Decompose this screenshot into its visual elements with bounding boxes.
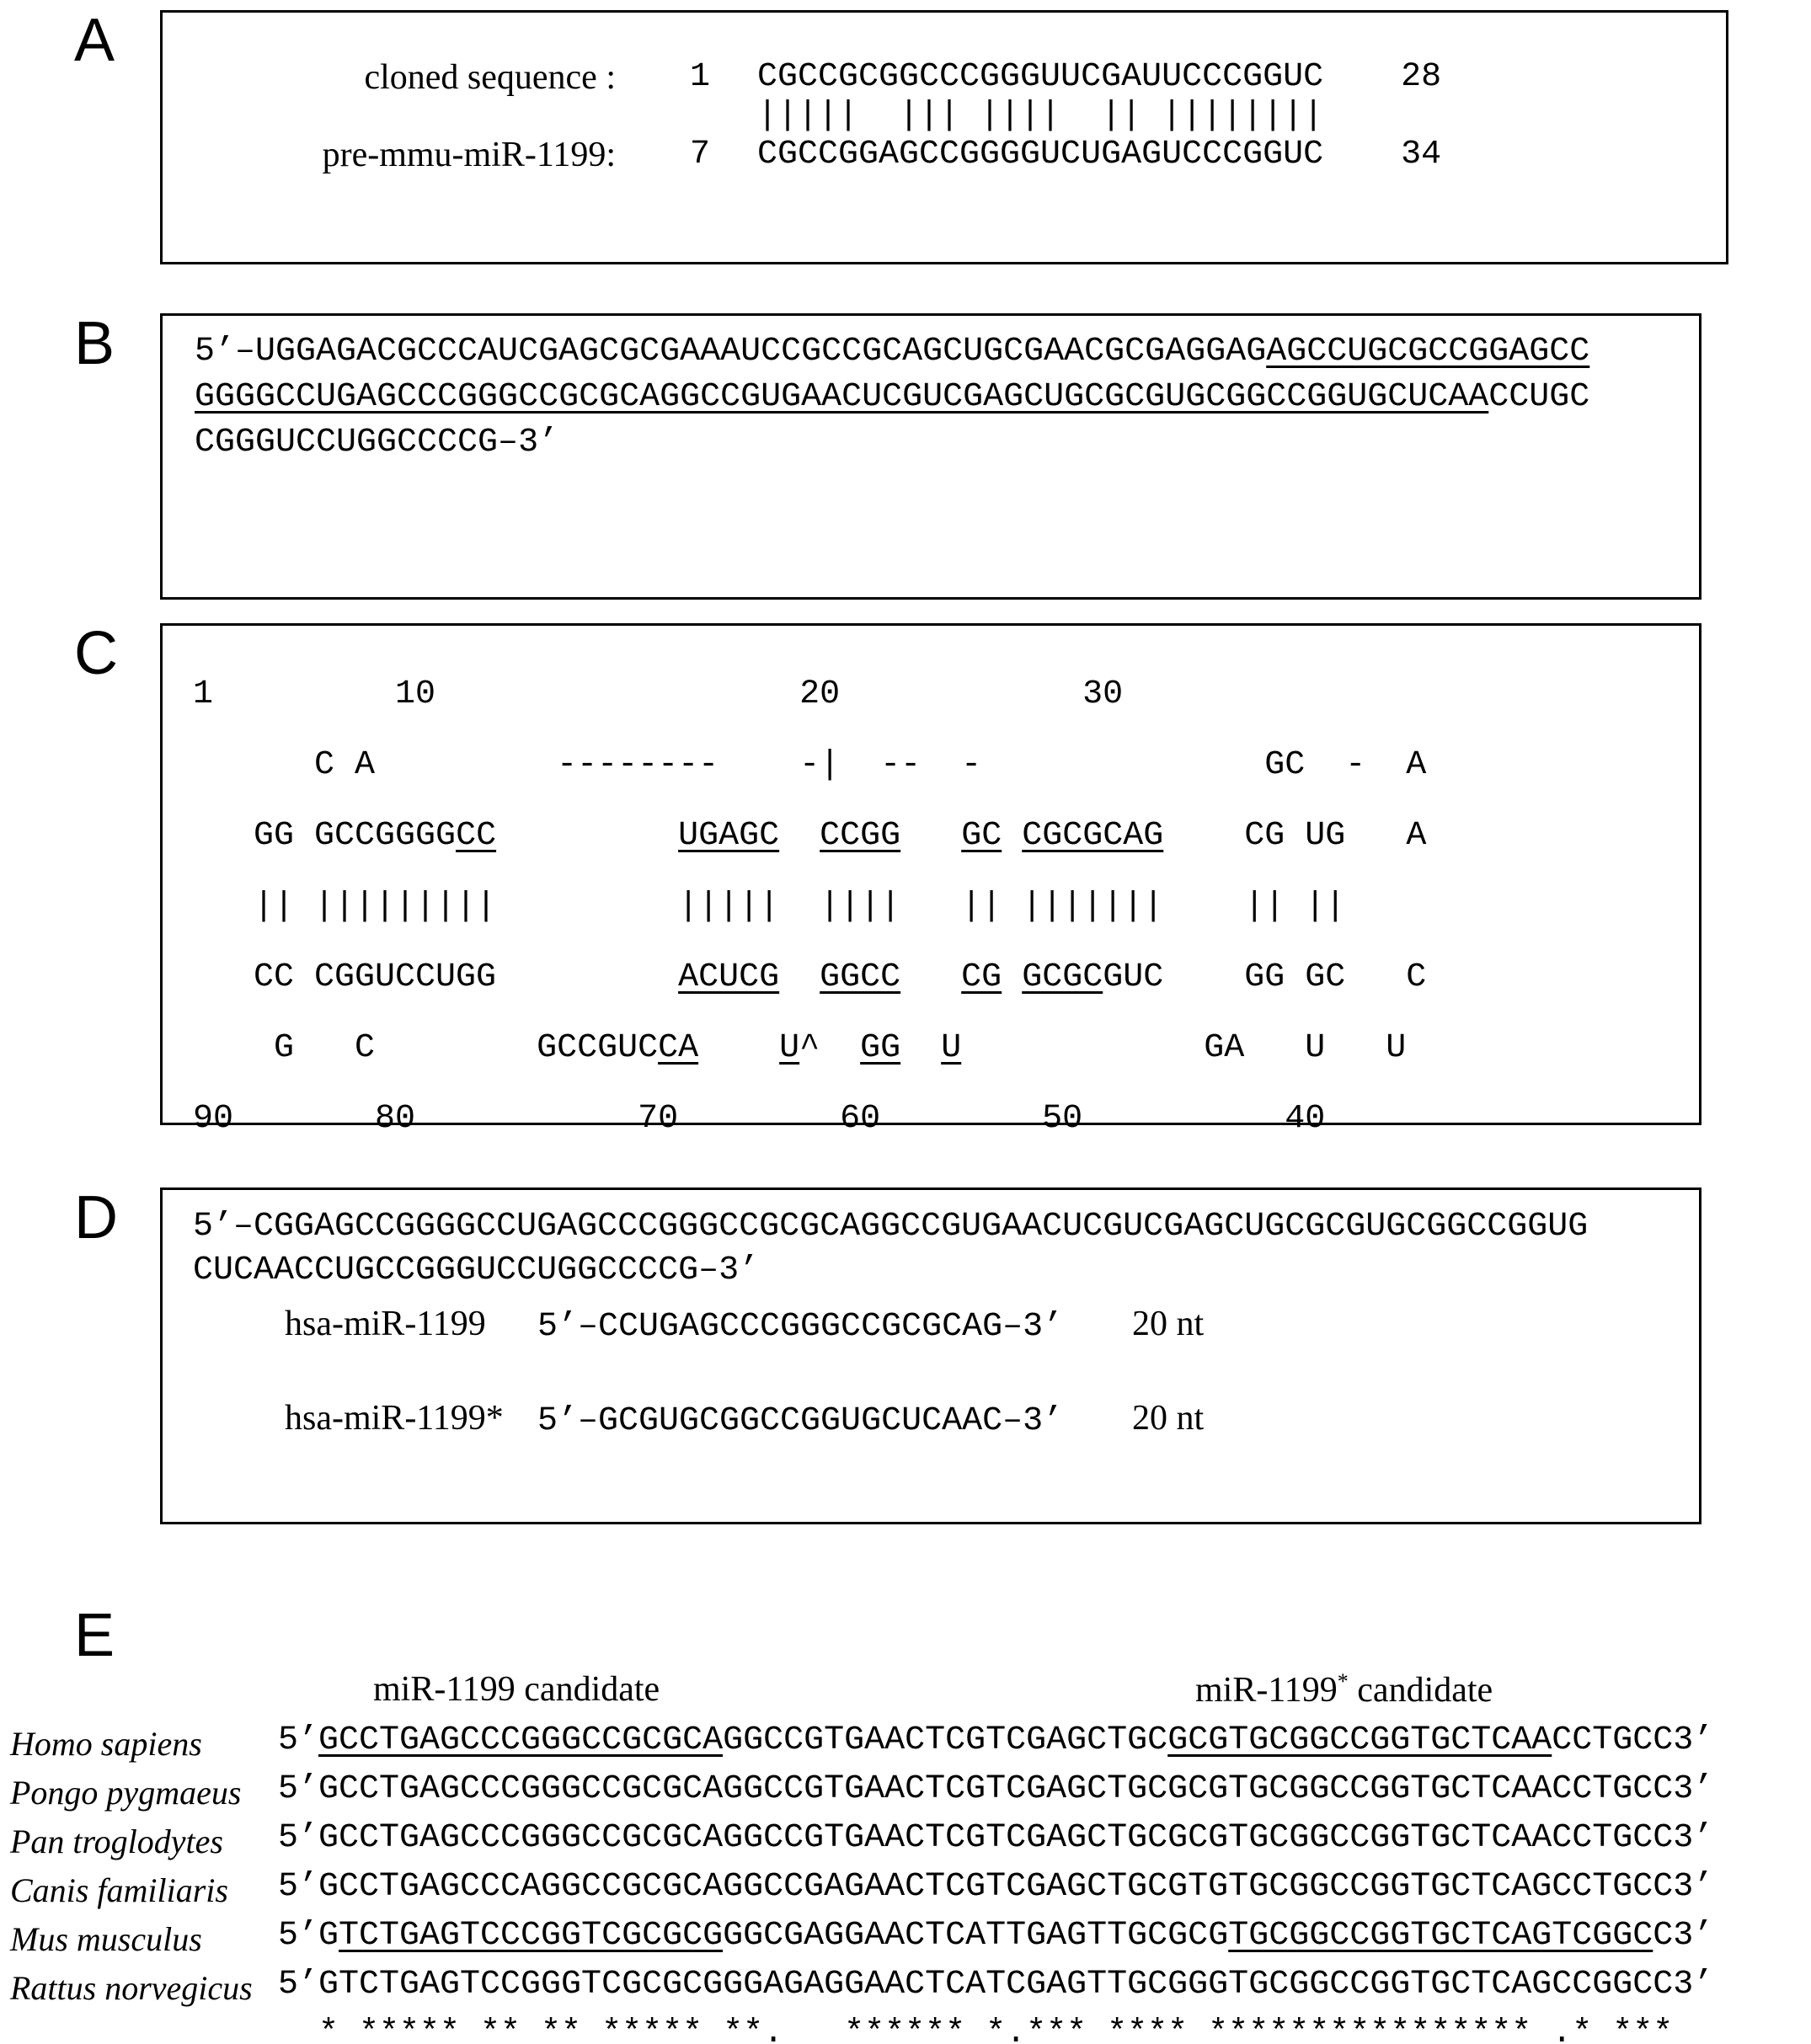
candidate-headers: miR-1199 candidate miR-1199* candidate xyxy=(0,1669,1811,1718)
cloned-sequence-start-number: 1 xyxy=(689,58,710,96)
panel-b-letter: B xyxy=(74,310,115,377)
species-sequence: 5’GCCTGAGCCCGGGCCGCGCAGGCCGTGAACTCGTCGAG… xyxy=(278,1819,1714,1857)
star-mir-sequence: 5’–GCGUGCGGCCGGUGCUCAAC–3’ xyxy=(537,1402,1064,1440)
structure-line-top-bulges: C A -------- -| -- - GC - A xyxy=(193,746,1427,784)
species-name: Homo sapiens xyxy=(10,1725,202,1763)
header-superscript-star: * xyxy=(1337,1669,1349,1694)
panel-c-box: 1 10 20 30 C A -------- -| -- - GC - A G… xyxy=(160,623,1701,1289)
panel-c: C 1 10 20 30 C A -------- -| -- - GC - A… xyxy=(0,620,1811,1289)
mature-mir-sequence: 5’–CCUGAGCCCGGGCCGCGCAG–3’ xyxy=(537,1308,1064,1346)
panel-b: B 5’–UGGAGACGCCCAUCGAGCGCGAAAUCCGCCGCAGC… xyxy=(0,313,1811,600)
species-name: Rattus norvegicus xyxy=(10,1969,253,2007)
conservation-row: * ***** ** ** ***** **. ****** *.*** ***… xyxy=(10,2011,1811,2044)
species-name: Mus musculus xyxy=(10,1920,202,1958)
structure-line-bottom-bulges: G C GCCGUCCA U^ GG U GA U U xyxy=(193,1029,1407,1067)
panel-b-box: 5’–UGGAGACGCCCAUCGAGCGCGAAAUCCGCCGCAGCUG… xyxy=(160,313,1701,600)
panel-e: E miR-1199 candidate miR-1199* candidate… xyxy=(0,1602,1811,2044)
structure-line-top-numbers: 1 10 20 30 xyxy=(193,675,1124,713)
star-mir-row: hsa-miR-1199* 5’–GCGUGCGGCCGGUGCUCAAC–3’… xyxy=(285,1398,1699,1442)
header-base-text: miR-1199 xyxy=(1195,1671,1338,1710)
alignment-row-mus-musculus: Mus musculus 5’GTCTGAGTCCCGGTCGCGCGGGCGA… xyxy=(10,1913,1811,1962)
species-name: Pan troglodytes xyxy=(10,1823,223,1860)
alignment-row-pongo-pygmaeus: Pongo pygmaeus 5’GCCTGAGCCCGGGCCGCGCAGGC… xyxy=(10,1767,1811,1816)
star-mir-name: hsa-miR-1199* xyxy=(285,1399,504,1438)
cloned-sequence-row: cloned sequence : 1 CGCCGCGGCCCGGGUUCGAU… xyxy=(188,58,1726,97)
structure-line-bottom-numbers: 90 80 70 60 50 40 xyxy=(193,1100,1326,1138)
panel-d: D hsa-miR-1199 5’–CCUGAGCCCGGGCCGCGCAG–3… xyxy=(0,1187,1811,1524)
species-alignment: Homo sapiens 5’GCCTGAGCCCGGGCCGCGCAGGCCG… xyxy=(0,1718,1811,2044)
species-name: Canis familiaris xyxy=(10,1871,228,1909)
alignment-row-homo-sapiens: Homo sapiens 5’GCCTGAGCCCGGGCCGCGCAGGCCG… xyxy=(10,1718,1811,1767)
species-sequence: 5’GTCTGAGTCCCGGTCGCGCGGGCGAGGAACTCATTGAG… xyxy=(278,1917,1714,1955)
mir-1199-star-candidate-header: miR-1199* candidate xyxy=(1195,1669,1493,1710)
pre-mir-sequence-text: CGCCGGAGCCGGGGUCUGAGUCCCGGUC xyxy=(757,136,1324,173)
conservation-line: * ***** ** ** ***** **. ****** *.*** ***… xyxy=(278,2015,1674,2044)
mir-1199-candidate-header: miR-1199 candidate xyxy=(373,1670,660,1709)
alignment-match-line: ||||| ||| |||| || |||||||| xyxy=(757,97,1324,135)
species-sequence: 5’GCCTGAGCCCGGGCCGCGCAGGCCGTGAACTCGTCGAG… xyxy=(278,1721,1714,1759)
header-rest-text: candidate xyxy=(1348,1671,1493,1710)
pre-mir-end-number: 34 xyxy=(1401,136,1442,173)
mature-mir-name: hsa-miR-1199 xyxy=(285,1305,486,1343)
panel-a-box: cloned sequence : 1 CGCCGCGGCCCGGGUUCGAU… xyxy=(160,10,1728,264)
pre-mir-label: pre-mmu-miR-1199: xyxy=(322,136,616,174)
mature-mir-length: 20 nt xyxy=(1132,1305,1205,1343)
hairpin-structure: 1 10 20 30 C A -------- -| -- - GC - A G… xyxy=(193,644,1699,1170)
genomic-sequence-text: 5’–UGGAGACGCCCAUCGAGCGCGAAAUCCGCCGCAGCUG… xyxy=(195,333,1590,462)
pre-mir-sequence-row: pre-mmu-miR-1199: 7 CGCCGGAGCCGGGGUCUGAG… xyxy=(188,136,1726,174)
species-sequence: 5’GCCTGAGCCCGGGCCGCGCAGGCCGTGAACTCGTCGAG… xyxy=(278,1770,1714,1808)
panel-a-letter: A xyxy=(74,7,115,74)
pre-mir-start-number: 7 xyxy=(689,136,710,173)
alignment-row-rattus-norvegicus: Rattus norvegicus 5’GTCTGAGTCCGGGTCGCGCG… xyxy=(10,1962,1811,2011)
panel-d-box: hsa-miR-1199 5’–CCUGAGCCCGGGCCGCGCAG–3’ … xyxy=(160,1187,1701,1524)
alignment-match-row: ||||| ||| |||| || |||||||| xyxy=(188,97,1726,136)
cloned-sequence-end-number: 28 xyxy=(1401,58,1442,96)
alignment-row-pan-troglodytes: Pan troglodytes 5’GCCTGAGCCCGGGCCGCGCAGG… xyxy=(10,1816,1811,1865)
panel-d-letter: D xyxy=(74,1184,118,1251)
species-sequence: 5’GTCTGAGTCCGGGTCGCGCGGGAGAGGAACTCATCGAG… xyxy=(278,1966,1714,2004)
panel-c-letter: C xyxy=(74,620,118,687)
structure-line-basepairs: || ||||||||| ||||| |||| || ||||||| || || xyxy=(193,888,1346,926)
alignment-row-canis-familiaris: Canis familiaris 5’GCCTGAGCCCAGGCCGCGCAG… xyxy=(10,1865,1811,1913)
cloned-sequence-label: cloned sequence : xyxy=(364,58,616,97)
structure-line-bottom-strand: CC CGGUCCUGG ACUCG GGCC CG GCGCGUC GG GC… xyxy=(193,958,1427,996)
precursor-sequence-text: 5’–CGGAGCCGGGGCCUGAGCCCGGGCCGCGCAGGCCGUG… xyxy=(193,1208,1589,1289)
species-sequence: 5’GCCTGAGCCCAGGCCGCGCAGGCCGAGAACTCGTCGAG… xyxy=(278,1868,1714,1906)
panel-a: A cloned sequence : 1 CGCCGCGGCCCGGGUUCG… xyxy=(0,10,1811,264)
species-name: Pongo pygmaeus xyxy=(10,1774,242,1812)
star-mir-length: 20 nt xyxy=(1132,1399,1205,1438)
mature-mir-row: hsa-miR-1199 5’–CCUGAGCCCGGGCCGCGCAG–3’ … xyxy=(285,1304,1699,1348)
structure-line-top-strand: GG GCCGGGGCC UGAGC CCGG GC CGCGCAG CG UG… xyxy=(193,817,1427,855)
panel-e-letter: E xyxy=(74,1602,115,1669)
cloned-sequence-text: CGCCGCGGCCCGGGUUCGAUUCCCGGUC xyxy=(757,58,1324,96)
